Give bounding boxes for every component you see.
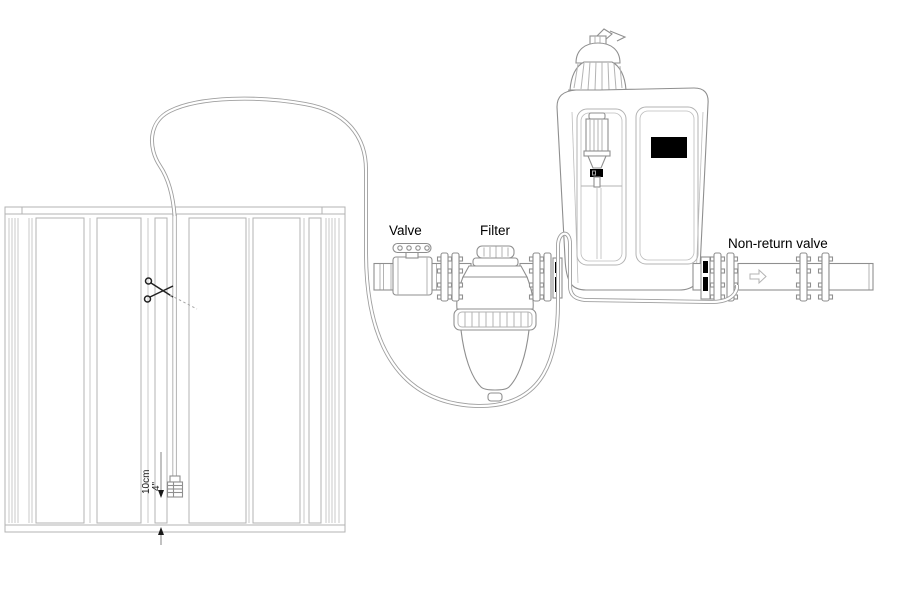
vent-cap [567,28,629,94]
non-return-valve-pipework [692,252,874,302]
temperature-probe-icon [166,475,184,498]
display-panel [651,137,687,158]
filter-unit [453,245,537,402]
dimension-annotation: 10cm 4" [141,452,164,545]
flange-union [436,252,464,302]
right-recess [635,106,699,265]
sensor-electrode [583,112,611,188]
filter-lid [472,245,519,267]
non-return-valve-label: Non-return valve [728,236,828,251]
scissors-icon [143,277,174,303]
left-recess [576,108,627,266]
gasket [700,256,711,300]
heater-pump-unit [556,28,709,291]
dimension-metric-label: 10cm [141,470,152,494]
panel-sensor-tube [166,214,184,498]
valve-assembly [373,242,442,296]
cut-line [169,294,198,310]
dimension-imperial-label: 4" [151,481,162,491]
flow-arrow-icon [749,268,767,285]
filter-label: Filter [480,223,511,238]
connection-hose [149,96,739,409]
filter-collar [453,308,537,331]
valve-label: Valve [389,223,422,238]
valve-handwheel [392,242,432,259]
